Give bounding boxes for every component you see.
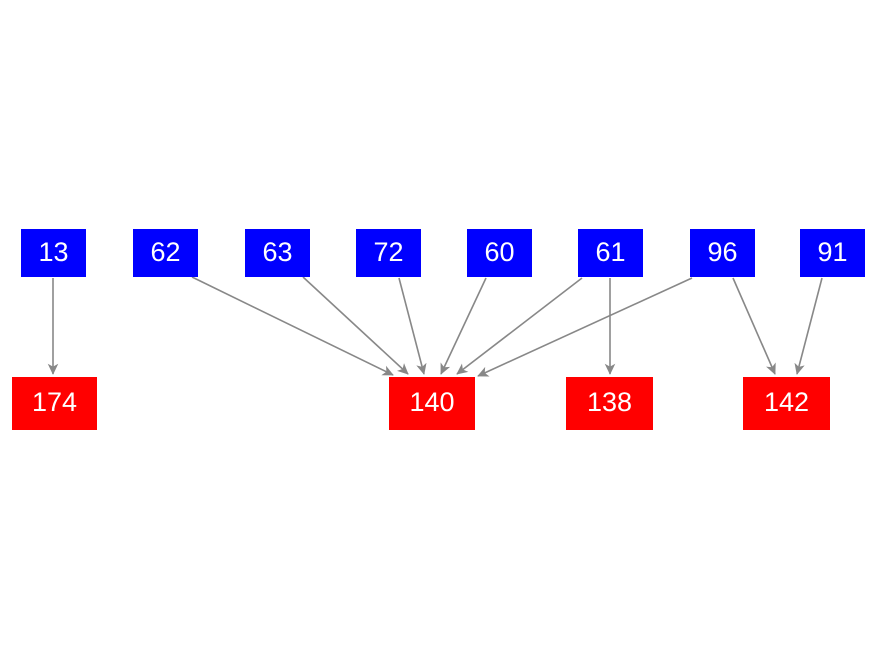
node-label: 174 [31,387,78,417]
node-60[interactable]: 60 [467,229,532,277]
node-label: 138 [586,387,633,417]
node-142[interactable]: 142 [743,377,830,430]
node-140[interactable]: 140 [389,377,475,430]
node-label: 140 [409,387,455,417]
node-label: 61 [595,236,626,267]
node-174[interactable]: 174 [12,377,97,430]
node-13[interactable]: 13 [21,229,86,277]
node-96[interactable]: 96 [690,229,755,277]
node-72[interactable]: 72 [356,229,421,277]
edge-91-to-142 [794,277,823,375]
node-91[interactable]: 91 [800,229,865,277]
node-138[interactable]: 138 [566,377,653,430]
edge-60-to-140 [440,277,487,375]
node-label: 60 [484,236,515,267]
edge-61-to-140 [456,277,583,375]
edge-63-to-140 [302,276,409,375]
edge-96-to-140 [477,277,693,377]
node-61[interactable]: 61 [578,229,643,277]
node-label: 13 [38,236,69,267]
edge-62-to-140 [191,276,394,376]
node-label: 91 [817,236,848,267]
node-label: 96 [707,236,738,267]
node-62[interactable]: 62 [133,229,198,277]
node-label: 142 [763,387,810,417]
node-label: 62 [150,236,181,267]
edge-72-to-140 [398,277,427,375]
node-label: 72 [373,236,404,267]
node-label: 63 [262,236,293,267]
edge-96-to-142 [732,277,776,375]
node-63[interactable]: 63 [245,229,310,277]
